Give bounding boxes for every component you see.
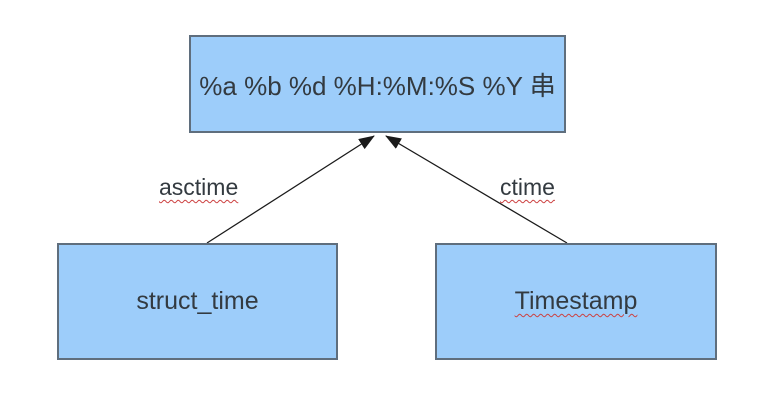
ctime-edge-label: ctime bbox=[500, 174, 555, 200]
asctime-edge-label: asctime bbox=[159, 174, 239, 200]
struct-time-box: struct_time bbox=[57, 243, 338, 360]
timestamp-label: Timestamp bbox=[514, 287, 638, 315]
format-string-box: %a %b %d %H:%M:%S %Y 串 bbox=[189, 35, 566, 133]
timestamp-box: Timestamp bbox=[435, 243, 717, 360]
format-string-label: %a %b %d %H:%M:%S %Y 串 bbox=[199, 70, 556, 101]
struct-time-label: struct_time bbox=[136, 287, 259, 315]
